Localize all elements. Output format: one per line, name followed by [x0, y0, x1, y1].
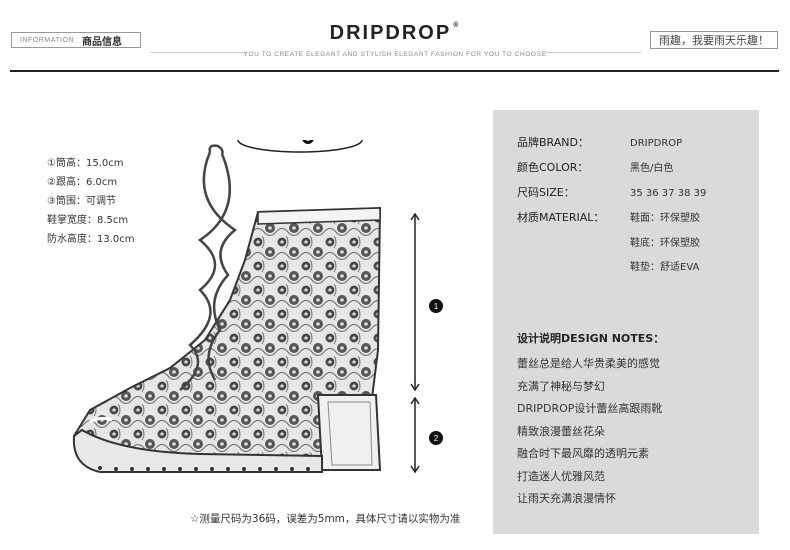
spec-material-insole: 鞋垫：舒适EVA [630, 262, 700, 273]
info-label-en: INFORMATION [20, 36, 74, 44]
spec-color: 颜色COLOR： 黑色/白色 [517, 159, 673, 175]
spec-size: 尺码SIZE： 35 36 37 38 39 [517, 184, 706, 200]
spec-panel: 品牌BRAND： DRIPDROP 颜色COLOR： 黑色/白色 尺码SIZE： 35… [493, 110, 759, 534]
marker-1-dot [429, 299, 443, 313]
design-notes: 蕾丝总是给人华贵柔美的感觉 充满了神秘与梦幻 DRIPDROP设计蕾丝高跟雨靴 … [517, 353, 662, 511]
boot-illustration: 3 1 2 [72, 140, 443, 474]
registered-mark: ® [453, 22, 461, 29]
spec-color-value: 黑色/白色 [630, 163, 674, 174]
info-label-zh: 商品信息 [81, 36, 122, 48]
dimension-shaft-circumference: ③筒围：可调节 [47, 196, 116, 207]
measurement-note: ☆测量尺码为36码，误差为5mm，具体尺寸请以实物为准 [190, 513, 461, 525]
design-note-line: DRIPDROP设计蕾丝高跟雨靴 [517, 402, 663, 415]
marker-3-label: 3 [306, 140, 311, 143]
design-note-line: 让雨天充满浪漫情怀 [517, 492, 616, 505]
tagline: YOU TO CREATE ELEGANT AND STYLISH ELEGAN… [243, 51, 547, 58]
header-rule [10, 70, 779, 72]
spec-size-key: 尺码SIZE： [517, 186, 575, 199]
design-note-line: 精致浪漫蕾丝花朵 [517, 424, 605, 438]
design-note-line: 打造迷人优雅风范 [517, 469, 605, 483]
design-note-line: 蕾丝总是给人华贵柔美的感觉 [517, 357, 660, 370]
brand-logo: DRIPDROP® [0, 22, 790, 45]
marker-3-dot [302, 140, 314, 144]
marker-2-dot [429, 431, 443, 445]
dimension-waterproof-height: 防水高度：13.0cm [47, 234, 135, 245]
boot-laces [179, 144, 238, 391]
dimension-sole-width: 鞋掌宽度：8.5cm [47, 215, 129, 226]
slogan-box: 雨趣，我要雨天乐趣！ [650, 31, 778, 49]
marker-1-label: 1 [434, 302, 439, 311]
circumference-marker: 3 [237, 140, 363, 153]
spec-material: 材质MATERIAL： 鞋面：环保塑胶 [517, 209, 700, 225]
spec-brand: 品牌BRAND： DRIPDROP [517, 134, 682, 150]
spec-material-key: 材质MATERIAL： [517, 211, 605, 224]
shaft-height-marker [410, 212, 420, 392]
marker-2-label: 2 [434, 434, 439, 443]
spec-material-value: 鞋面：环保塑胶 [630, 213, 700, 224]
brand-name: DRIPDROP [329, 22, 452, 44]
design-note-line: 融合时下最风靡的透明元素 [517, 447, 649, 460]
spec-size-value: 35 36 37 38 39 [630, 188, 707, 199]
spec-color-key: 颜色COLOR： [517, 161, 589, 174]
dimensions-list: ①筒高：15.0cm ②跟高：6.0cm ③筒围：可调节 鞋掌宽度：8.5cm … [47, 154, 135, 249]
heel-height-marker [410, 396, 420, 474]
spec-material-sole: 鞋底：环保塑胶 [630, 238, 700, 249]
boot-body [72, 206, 382, 473]
design-note-line: 充满了神秘与梦幻 [517, 379, 605, 393]
dimension-heel-height: ②跟高：6.0cm [47, 177, 118, 188]
tagline-rule-right [545, 52, 641, 53]
info-label: INFORMATION 商品信息 [11, 32, 141, 48]
spec-brand-value: DRIPDROP [630, 138, 683, 149]
dimension-shaft-height: ①筒高：15.0cm [47, 158, 124, 169]
design-notes-title: 设计说明DESIGN NOTES： [517, 332, 665, 345]
tagline-rule-left [150, 52, 246, 53]
spec-brand-key: 品牌BRAND： [517, 136, 589, 149]
